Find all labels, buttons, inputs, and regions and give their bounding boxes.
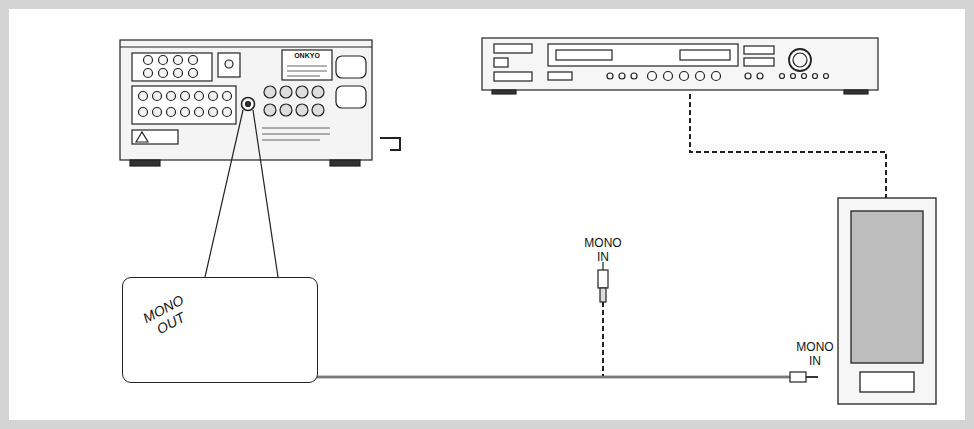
- connector-label: MONO IN: [792, 340, 838, 368]
- tuner-front: [482, 38, 878, 94]
- callout-leader: [205, 110, 278, 277]
- subwoofer: [838, 198, 936, 404]
- dashed-wire: [603, 94, 886, 376]
- rca-plug: [598, 262, 608, 302]
- callout-box: MONO OUT: [122, 277, 318, 383]
- callout-text: MONO OUT: [133, 288, 201, 344]
- amplifier-rear: [120, 40, 400, 166]
- brand-label: ONKYO: [288, 52, 326, 60]
- connector-label: MONO IN: [580, 236, 626, 264]
- panel-ground: [9, 9, 965, 420]
